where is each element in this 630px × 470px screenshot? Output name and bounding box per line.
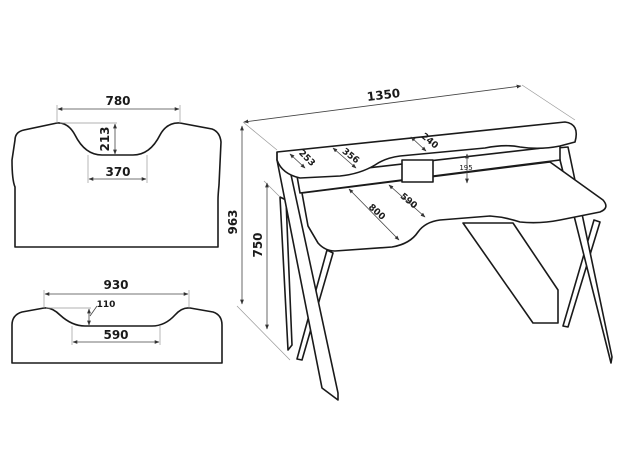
top-shelf-outline <box>11 122 222 248</box>
shelf-clearance-label: 195 <box>459 164 472 172</box>
desktop-width-label: 930 <box>103 278 128 292</box>
shelf-center-box <box>401 159 434 183</box>
top-shelf-depth-label: 213 <box>98 126 112 151</box>
desk-height-label: 750 <box>251 232 265 257</box>
right-cross-leg <box>562 219 601 328</box>
desk-width-label: 1350 <box>366 86 401 104</box>
top-shelf-cutout-label: 370 <box>105 165 130 179</box>
total-height-label: 963 <box>226 209 240 234</box>
desk-isometric: 1350 963 750 253 356 240 195 800 590 <box>226 84 613 401</box>
back-panel <box>462 222 559 324</box>
top-shelf-width-label: 780 <box>105 94 130 108</box>
desktop-depth-label: 110 <box>97 300 116 310</box>
top-shelf-plan: 780 213 370 <box>11 94 222 248</box>
desktop-plan: 930 110 590 <box>11 278 223 364</box>
desktop-cutout-label: 590 <box>103 328 128 342</box>
